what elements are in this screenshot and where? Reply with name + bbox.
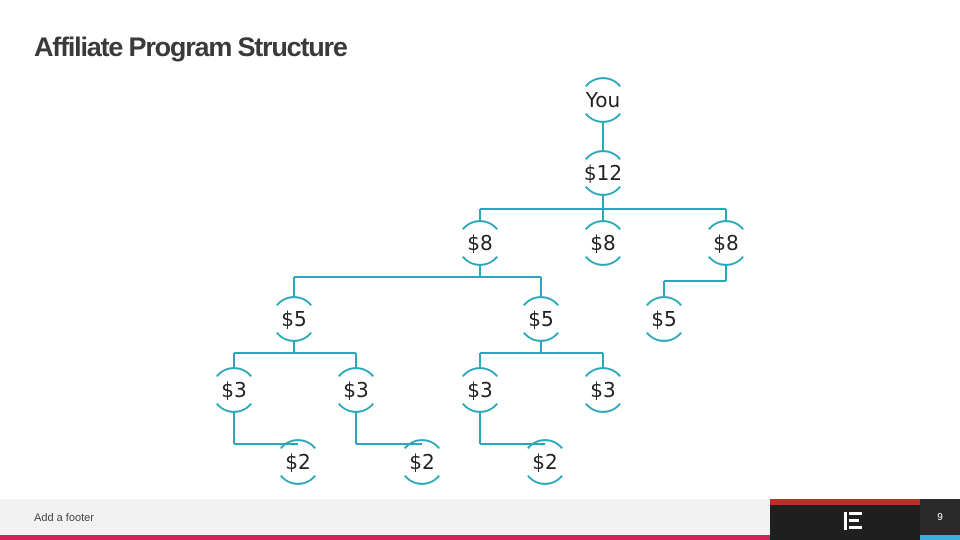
node-arc-bottom	[585, 185, 621, 196]
node-label: $8	[467, 231, 492, 255]
node-label: $2	[409, 450, 434, 474]
node-arc-top	[404, 439, 440, 450]
node-label: $5	[281, 307, 306, 331]
node-label: $5	[528, 307, 553, 331]
node-arc-bottom	[523, 331, 559, 342]
node-label: $8	[713, 231, 738, 255]
tree-node-l4c: $3	[462, 367, 498, 413]
node-arc-top	[462, 367, 498, 378]
node-label: $2	[532, 450, 557, 474]
node-arc-top	[462, 220, 498, 231]
tree-node-l2c: $8	[708, 220, 744, 266]
tree-node-l5c: $2	[527, 439, 563, 485]
tree-node-l2a: $8	[462, 220, 498, 266]
node-label: $3	[343, 378, 368, 402]
node-arc-bottom	[462, 255, 498, 266]
node-arc-bottom	[276, 331, 312, 342]
node-arc-top	[338, 367, 374, 378]
node-label: $3	[467, 378, 492, 402]
node-arc-bottom	[462, 402, 498, 413]
node-label: $5	[651, 307, 676, 331]
tree-node-l4a: $3	[216, 367, 252, 413]
tree-node-l3a: $5	[276, 296, 312, 342]
footer-text: Add a footer	[34, 512, 94, 524]
tree-node-l3b: $5	[523, 296, 559, 342]
logo-blue-strip	[920, 535, 960, 540]
node-arc-bottom	[646, 331, 682, 342]
node-arc-bottom	[216, 402, 252, 413]
page-number: 9	[920, 499, 960, 535]
node-arc-top	[585, 77, 621, 88]
node-arc-top	[276, 296, 312, 307]
node-arc-bottom	[527, 474, 563, 485]
node-label: $8	[590, 231, 615, 255]
footer-accent-stripe	[0, 535, 960, 540]
node-arc-bottom	[338, 402, 374, 413]
node-arc-top	[646, 296, 682, 307]
tree-node-l4d: $3	[585, 367, 621, 413]
node-arc-top	[216, 367, 252, 378]
node-arc-bottom	[585, 112, 621, 123]
node-arc-top	[585, 220, 621, 231]
node-arc-top	[523, 296, 559, 307]
tree-node-l1: $12	[584, 150, 622, 196]
logo-mark-icon	[844, 512, 862, 530]
node-arc-bottom	[404, 474, 440, 485]
node-label: You	[585, 88, 620, 112]
tree-node-you: You	[585, 77, 621, 123]
node-arc-top	[585, 367, 621, 378]
node-arc-bottom	[280, 474, 316, 485]
node-arc-bottom	[708, 255, 744, 266]
node-arc-top	[708, 220, 744, 231]
affiliate-tree-diagram: You $12 $8 $8 $8 $5 $5 $5 $3 $3 $3 $3 $2 $2 $2	[216, 77, 744, 485]
slide-title: Affiliate Program Structure	[34, 32, 348, 62]
tree-node-l2b: $8	[585, 220, 621, 266]
tree-node-l5a: $2	[280, 439, 316, 485]
node-arc-bottom	[585, 255, 621, 266]
node-arc-top	[527, 439, 563, 450]
tree-node-l4b: $3	[338, 367, 374, 413]
node-label: $12	[584, 161, 622, 185]
node-arc-top	[585, 150, 621, 161]
node-label: $2	[285, 450, 310, 474]
node-arc-top	[280, 439, 316, 450]
node-label: $3	[590, 378, 615, 402]
tree-node-l3c: $5	[646, 296, 682, 342]
node-arc-bottom	[585, 402, 621, 413]
node-label: $3	[221, 378, 246, 402]
tree-node-l5b: $2	[404, 439, 440, 485]
logo-red-strip	[770, 499, 920, 505]
